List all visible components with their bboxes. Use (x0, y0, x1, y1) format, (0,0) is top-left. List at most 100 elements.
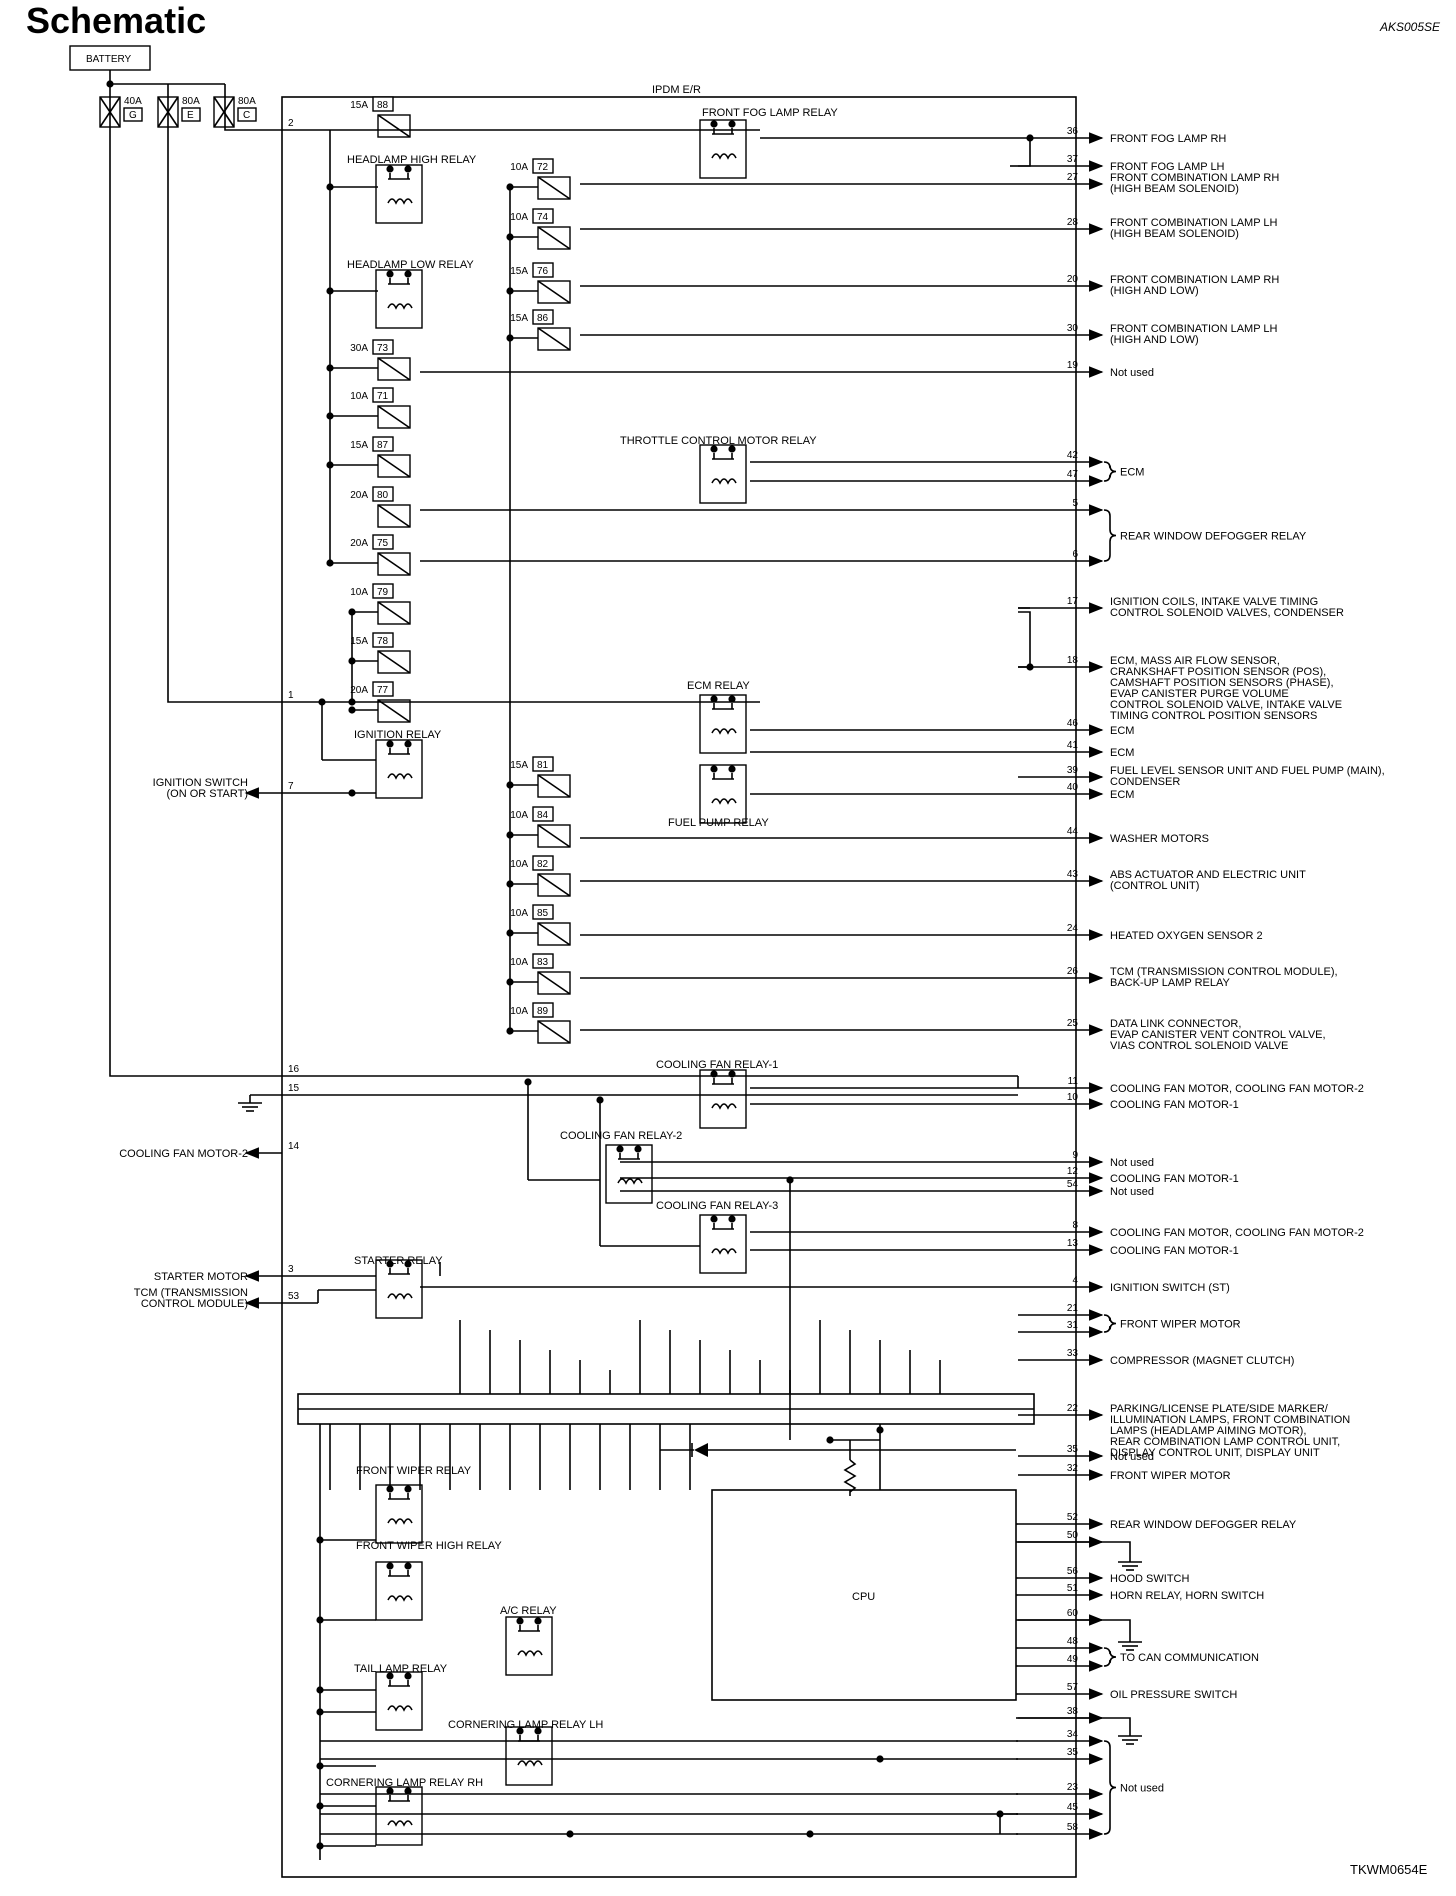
relay-contact (388, 1680, 410, 1687)
terminal-label-18: CRANKSHAFT POSITION SENSOR (POS), (1110, 666, 1326, 678)
junction-dot (326, 559, 334, 567)
terminal-label-11: COOLING FAN MOTOR, COOLING FAN MOTOR-2 (1110, 1083, 1364, 1095)
junction-dot (516, 1727, 524, 1735)
relay-contact (712, 1078, 734, 1085)
relay-label: HEADLAMP HIGH RELAY (347, 154, 477, 166)
terminal-label-26: TCM (TRANSMISSION CONTROL MODULE), (1110, 966, 1338, 978)
fuse-rating: 10A (510, 810, 528, 821)
relay-coil (711, 1103, 737, 1110)
terminal-pin-9: 9 (1072, 1150, 1078, 1161)
fuse-number-box (532, 904, 554, 920)
junction-dot (386, 1260, 394, 1268)
fuse-number: 72 (537, 162, 549, 173)
relay-label: A/C RELAY (500, 1605, 557, 1617)
fusible-link-rating: 80A (182, 96, 200, 107)
junction-dot (710, 120, 718, 128)
terminal-label-56: HOOD SWITCH (1110, 1573, 1189, 1585)
fuse-element (537, 1020, 571, 1044)
fuse-element (377, 650, 411, 674)
left-terminal-pin-53: 53 (288, 1291, 300, 1302)
junction-dot (326, 364, 334, 372)
battery-label: BATTERY (86, 54, 132, 65)
terminal-label-33: COMPRESSOR (MAGNET CLUTCH) (1110, 1355, 1294, 1367)
terminal-pin-20: 20 (1067, 274, 1079, 285)
fuse-rating: 20A (350, 490, 368, 501)
terminal-pin-39: 39 (1067, 765, 1079, 776)
fuse-number: 80 (377, 490, 389, 501)
terminal-label-20: FRONT COMBINATION LAMP RH (1110, 274, 1279, 286)
module-label: IPDM E/R (652, 84, 701, 96)
junction-dot (596, 1096, 604, 1104)
fuse-number: 88 (377, 100, 389, 111)
fuse-number-box (532, 1002, 554, 1018)
terminal-pin-38: 38 (1067, 1706, 1079, 1717)
terminal-pin-57: 57 (1067, 1682, 1079, 1693)
junction-dot (506, 831, 514, 839)
relay-tail-lamp-relay (375, 1671, 423, 1731)
terminal-label-18: CAMSHAFT POSITION SENSORS (PHASE), (1110, 677, 1334, 689)
relay-coil (387, 1518, 413, 1525)
terminal-pin-45: 45 (1067, 1802, 1079, 1813)
terminal-label-44: WASHER MOTORS (1110, 833, 1209, 845)
fuse-number: 83 (537, 957, 549, 968)
fuse-element (537, 971, 571, 995)
relay-contact (388, 1493, 410, 1500)
terminal-label-17: CONTROL SOLENOID VALVES, CONDENSER (1110, 607, 1344, 619)
terminal-pin-49: 49 (1067, 1654, 1079, 1665)
brace-ecm-label: ECM (1120, 467, 1144, 479)
terminal-label-25: EVAP CANISTER VENT CONTROL VALVE, (1110, 1029, 1326, 1041)
fuse-rating: 30A (350, 343, 368, 354)
terminal-pin-26: 26 (1067, 966, 1079, 977)
fuse-element (377, 552, 411, 576)
terminal-label-20: (HIGH AND LOW) (1110, 285, 1199, 297)
left-terminal-label-14: COOLING FAN MOTOR-2 (119, 1148, 248, 1160)
terminal-label-30: (HIGH AND LOW) (1110, 334, 1199, 346)
junction-dot (710, 445, 718, 453)
fuse-number: 78 (377, 636, 389, 647)
terminal-pin-19: 19 (1067, 360, 1079, 371)
terminal-label-32: FRONT WIPER MOTOR (1110, 1470, 1231, 1482)
relay-contact (712, 703, 734, 710)
relay-label: CORNERING LAMP RELAY RH (326, 1777, 483, 1789)
relay-coil (517, 1760, 543, 1767)
relay-ignition-relay (375, 739, 423, 799)
terminal-label-27: (HIGH BEAM SOLENOID) (1110, 183, 1239, 195)
terminal-label-18: ECM, MASS AIR FLOW SENSOR, (1110, 655, 1280, 667)
fuse-rating: 20A (350, 538, 368, 549)
terminal-pin-27: 27 (1067, 172, 1079, 183)
junction-dot (1026, 134, 1034, 142)
junction-dot (506, 880, 514, 888)
junction-dot (404, 270, 412, 278)
relay-coil (517, 1650, 543, 1657)
junction-dot (348, 608, 356, 616)
fuse-number-box (372, 534, 394, 550)
junction-dot (348, 657, 356, 665)
junction-dot (404, 1562, 412, 1570)
terminal-pin-60: 60 (1067, 1608, 1079, 1619)
relay-label: COOLING FAN RELAY-2 (560, 1130, 682, 1142)
left-terminal-pin-16: 16 (288, 1064, 300, 1075)
fuse-rating: 15A (350, 440, 368, 451)
junction-dot (876, 1755, 884, 1763)
junction-dot (386, 1672, 394, 1680)
fuse-number-box (532, 806, 554, 822)
fuse-rating: 10A (510, 859, 528, 870)
junction-dot (404, 740, 412, 748)
terminal-pin-34: 34 (1067, 1729, 1079, 1740)
junction-dot (404, 1672, 412, 1680)
battery-feed-1 (167, 97, 282, 703)
terminal-label-41: ECM (1110, 747, 1134, 759)
fuse-number: 82 (537, 859, 549, 870)
relay-coil (387, 1705, 413, 1712)
left-terminal-label-7: IGNITION SWITCH (153, 777, 248, 789)
relay-coil (617, 1178, 643, 1185)
relay-cooling-fan-relay-1 (699, 1069, 747, 1129)
terminal-pin-33: 33 (1067, 1348, 1079, 1359)
relay-contact (388, 1795, 410, 1802)
relay-headlamp-high-relay (375, 164, 423, 224)
terminal-label-27: FRONT COMBINATION LAMP RH (1110, 172, 1279, 184)
terminal-label-18: EVAP CANISTER PURGE VOLUME (1110, 688, 1289, 700)
junction-dot (710, 1215, 718, 1223)
relay-a-c-relay (505, 1616, 553, 1676)
fusible-link-id-box (237, 107, 257, 122)
